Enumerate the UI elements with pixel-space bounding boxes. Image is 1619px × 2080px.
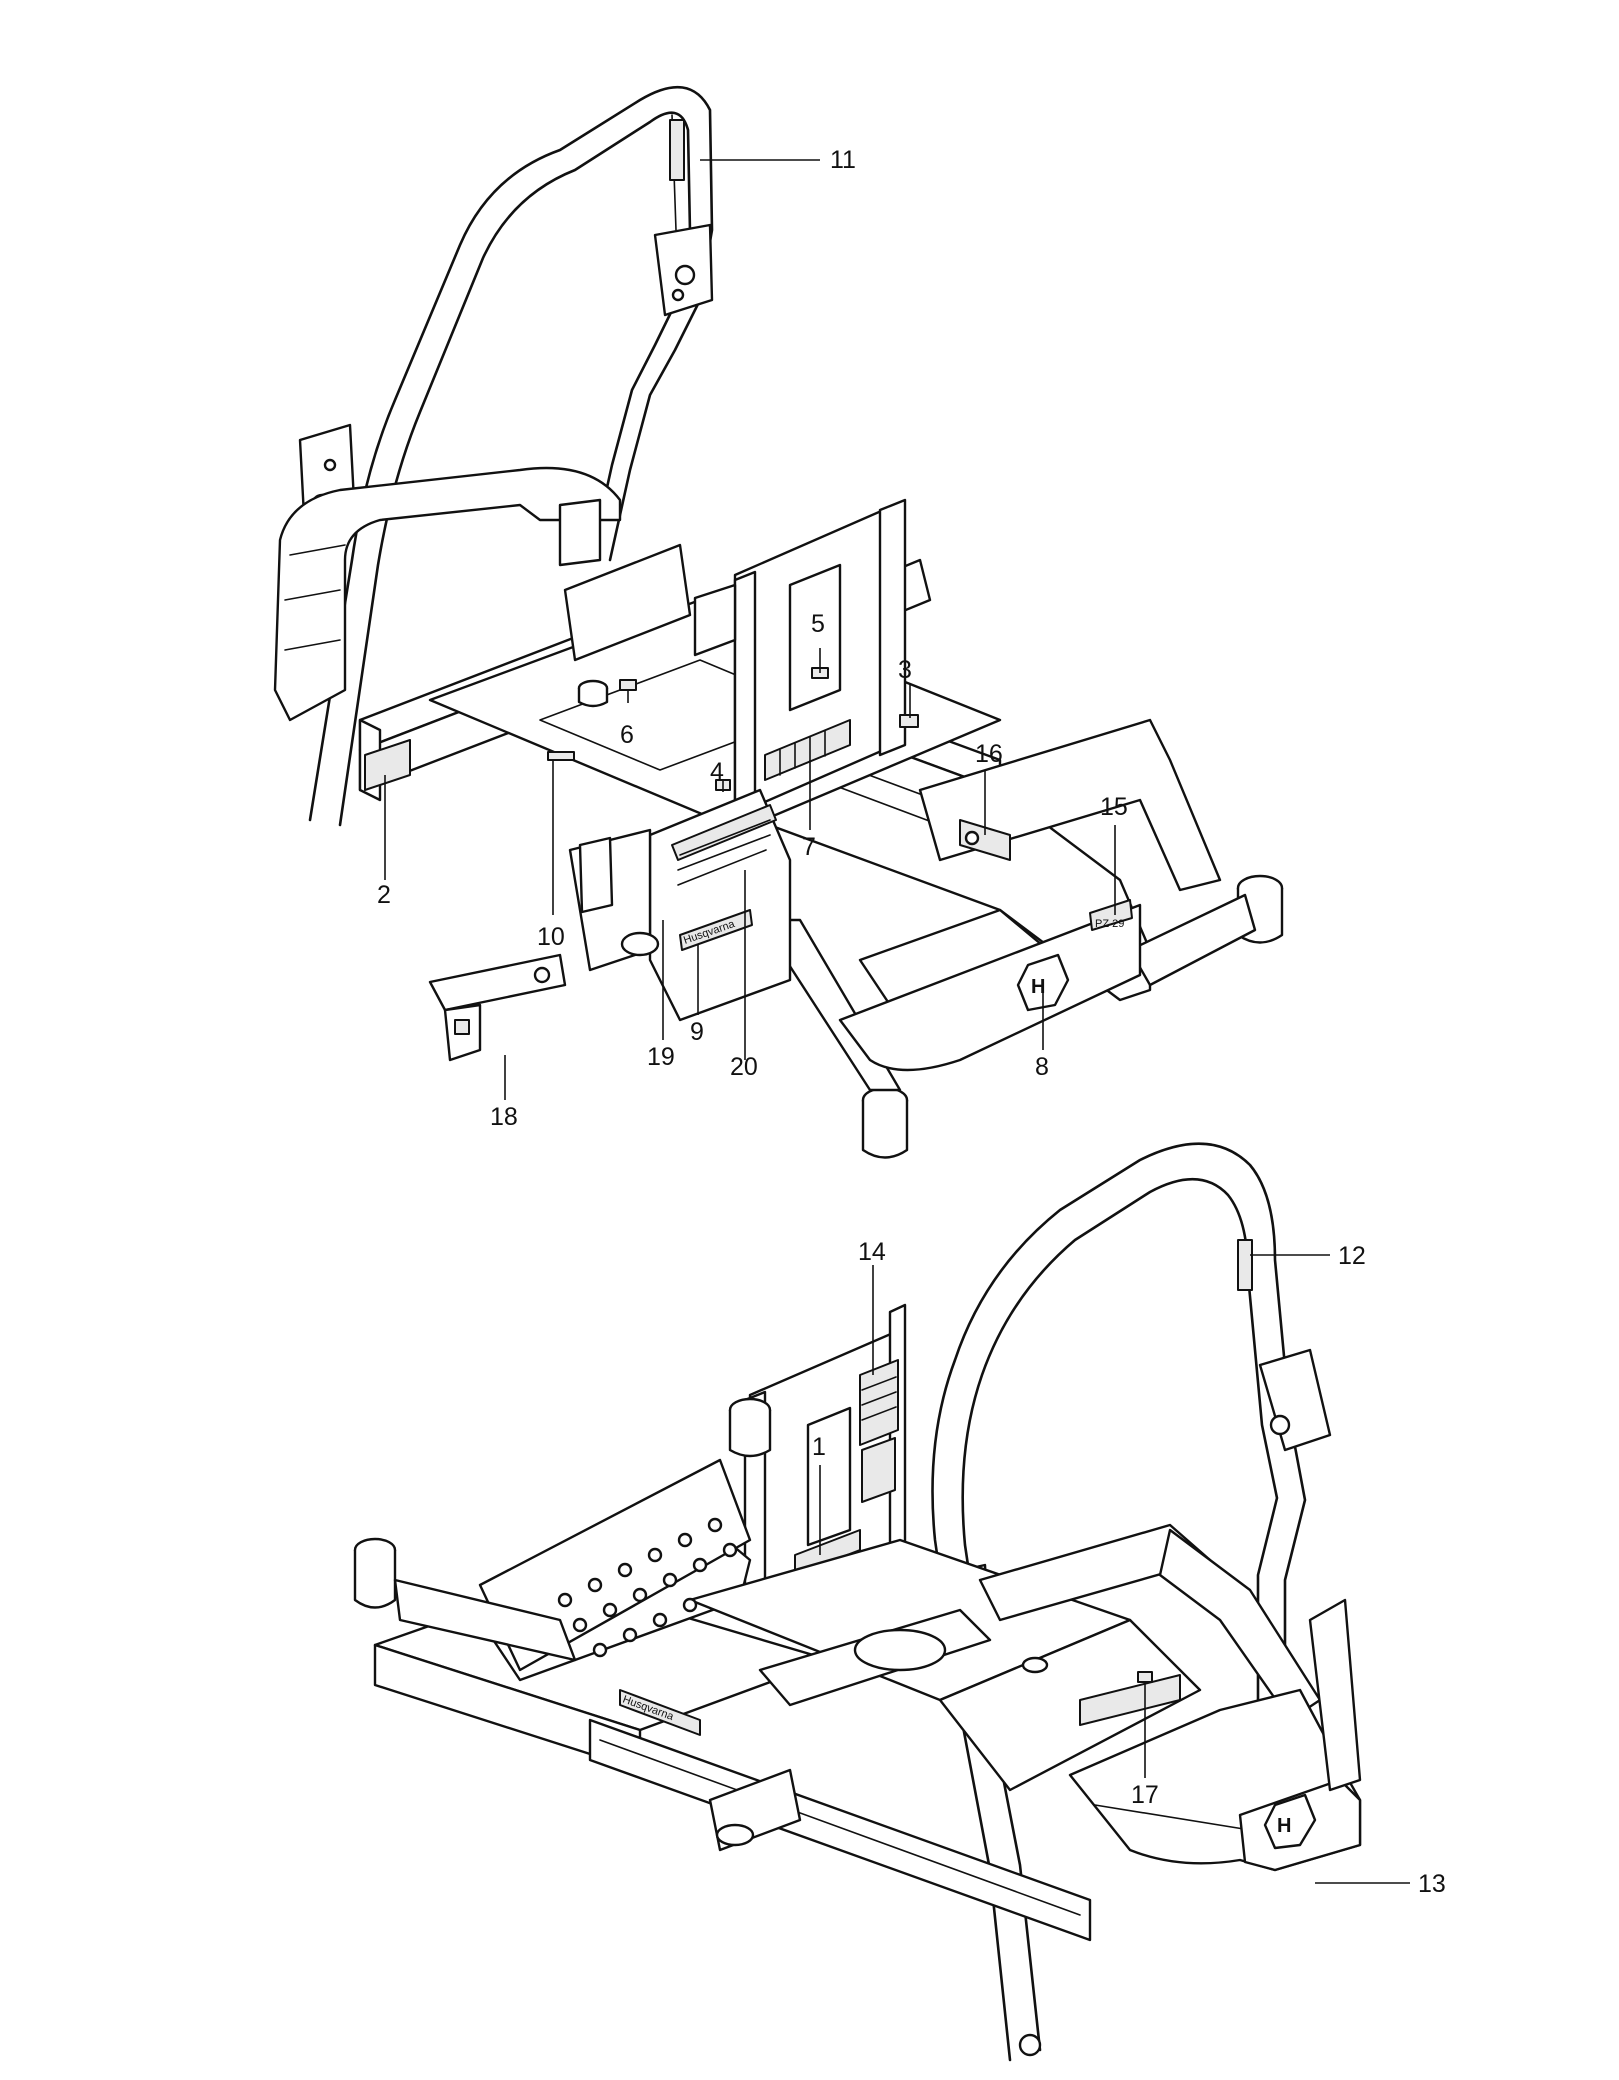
- callout-1: 1: [812, 1433, 826, 1461]
- decal-14-panel: [859, 1359, 899, 1503]
- decal-6: [619, 679, 637, 691]
- brand-decal-top: [679, 909, 753, 951]
- deck-holes: [557, 1517, 738, 1658]
- decal-10: [547, 751, 575, 761]
- callout-11: 11: [830, 146, 856, 174]
- svg-text:H: H: [1031, 976, 1045, 998]
- callout-3: 3: [898, 656, 912, 684]
- callout-15: 15: [1100, 793, 1128, 821]
- rops-decal-top: [669, 119, 685, 181]
- callout-2: 2: [377, 881, 391, 909]
- callout-16: 16: [975, 740, 1003, 768]
- seat-plate-top: [563, 498, 907, 830]
- decal-20: [671, 804, 777, 861]
- rops-hinge-bracket-bottom-right: [1258, 1348, 1332, 1452]
- decal-2: [364, 739, 411, 791]
- seat-plate-bottom: [743, 1303, 907, 1620]
- rops-decal-bottom: [1237, 1239, 1253, 1291]
- svg-text:H: H: [1277, 1815, 1291, 1837]
- decal-3: [899, 714, 919, 728]
- callout-10: 10: [537, 923, 565, 951]
- leader-lines: [384, 159, 1410, 1884]
- decal-1: [794, 1529, 861, 1576]
- rear-bumper-bottom: H: [1068, 1598, 1362, 1872]
- control-panel-top: Husqvarna: [568, 779, 792, 1022]
- callout-7: 7: [802, 833, 816, 861]
- left-side-rail-bottom: [588, 1718, 1092, 1942]
- callout-13: 13: [1418, 1870, 1446, 1898]
- decal-17: [1137, 1671, 1153, 1683]
- brand-decal-bottom: [619, 1689, 701, 1736]
- callout-9: 9: [690, 1018, 704, 1046]
- foot-deck-bottom: [353, 1397, 772, 1672]
- callout-17: 17: [1131, 1781, 1159, 1809]
- callout-4: 4: [710, 758, 724, 786]
- fuel-area-top: [547, 679, 637, 761]
- callout-19: 19: [647, 1043, 675, 1071]
- h-logo-decal-top: H: [1016, 953, 1070, 1012]
- decal-16: [959, 819, 1011, 861]
- callout-12: 12: [1338, 1242, 1366, 1270]
- callout-14: 14: [858, 1238, 886, 1266]
- decal-7-warning-strip: [764, 719, 851, 781]
- h-logo-decal-bottom: H: [1263, 1793, 1317, 1850]
- callout-labels: 11 5 3 6 16 4 15 7 2 10 9 19 8 20 18 14 …: [377, 146, 1446, 1898]
- bottom-frame-assembly: Husqvarna: [353, 1142, 1362, 2062]
- callout-20: 20: [730, 1053, 758, 1081]
- callout-18: 18: [490, 1103, 518, 1131]
- callout-8: 8: [1035, 1053, 1049, 1081]
- loose-part-18: [428, 953, 567, 1062]
- model-decal-text: PZ 29: [1095, 918, 1124, 930]
- callout-5: 5: [811, 610, 825, 638]
- callout-6: 6: [620, 721, 634, 749]
- model-decal: [1089, 899, 1133, 931]
- top-frame-assembly: PZ 29 H: [273, 85, 1284, 1159]
- footrest-shield-top: PZ 29 H: [838, 899, 1142, 1072]
- rear-bumper-top: [273, 466, 622, 722]
